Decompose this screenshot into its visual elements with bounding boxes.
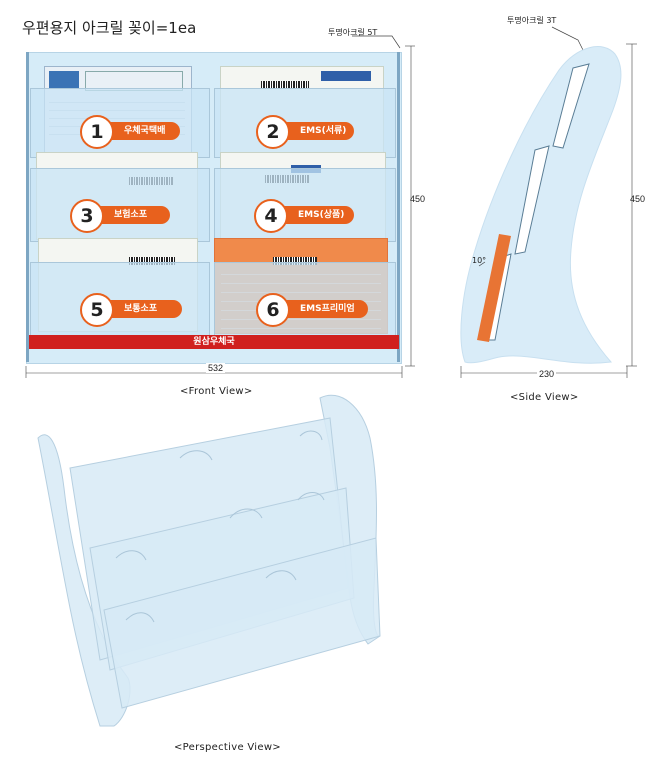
slot-tag-6: 6 EMS프리미엄 (256, 293, 368, 327)
slot-number: 5 (80, 293, 114, 327)
front-view-drawing: 1 우체국택배 2 EMS(서류) 3 보험소포 4 EMS(상품) 5 보통소… (26, 52, 402, 364)
slot-number: 2 (256, 115, 290, 149)
side-view-caption: <Side View> (510, 392, 579, 403)
side-width-label: 230 (537, 369, 557, 379)
front-shelf (103, 537, 381, 709)
slot-tag-5: 5 보통소포 (80, 293, 182, 327)
slot-number: 6 (256, 293, 290, 327)
perspective-view-caption: <Perspective View> (174, 742, 281, 753)
front-height-label: 450 (410, 194, 426, 204)
side-thickness-label: 투명아크릴 3T (507, 16, 557, 25)
slot-number: 3 (70, 199, 104, 233)
slot-label: 보통소포 (124, 304, 158, 314)
orange-panel (477, 234, 511, 342)
side-angle-label: 10° (472, 256, 487, 265)
slot-label: 보험소포 (114, 210, 148, 220)
pocket (30, 168, 210, 242)
front-thickness-label: 투명아크릴 5T (328, 28, 378, 37)
page-title: 우편용지 아크릴 꽂이=1ea (22, 19, 197, 37)
slot-tag-4: 4 EMS(상품) (254, 199, 354, 233)
slot-label: EMS(상품) (298, 210, 345, 220)
right-edge (397, 52, 400, 362)
bottom-banner: 원삼우체국 (29, 335, 399, 349)
left-edge (26, 52, 29, 362)
slot-tag-3: 3 보험소포 (70, 199, 170, 233)
front-width-label: 532 (206, 363, 226, 373)
slot-label: EMS(서류) (300, 126, 347, 136)
slot-label: EMS프리미엄 (300, 304, 355, 314)
front-view-caption: <Front View> (180, 386, 253, 397)
slot-number: 4 (254, 199, 288, 233)
slot-label: 우체국택배 (124, 126, 166, 136)
slot-number: 1 (80, 115, 114, 149)
perspective-view-drawing (37, 394, 381, 727)
pocket (214, 168, 396, 242)
side-height-label: 450 (630, 194, 646, 204)
slot-tag-1: 1 우체국택배 (80, 115, 180, 149)
side-view-drawing (460, 46, 622, 364)
slot-tag-2: 2 EMS(서류) (256, 115, 354, 149)
